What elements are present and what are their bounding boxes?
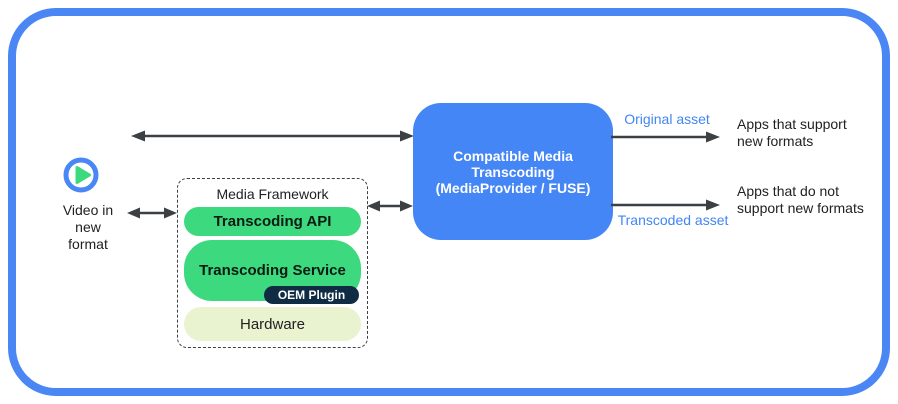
arrow-source-framework — [127, 207, 177, 219]
transcoding-api-layer: Transcoding API — [184, 207, 361, 236]
apps-support-new-formats-label: Apps that support new formats — [737, 116, 847, 149]
arrow-transcoded-asset — [611, 199, 720, 211]
arrow-source-transcoder — [131, 130, 414, 142]
media-framework-title: Media Framework — [216, 186, 329, 202]
arrow-original-asset — [611, 131, 720, 143]
play-icon — [63, 157, 99, 193]
media-framework-box: Media Framework Transcoding API Transcod… — [177, 178, 368, 348]
apps-not-support-new-formats-label: Apps that do not support new formats — [737, 183, 864, 216]
arrow-framework-transcoder — [367, 200, 413, 212]
compatible-media-transcoding-box: Compatible Media Transcoding (MediaProvi… — [413, 103, 613, 240]
hardware-layer: Hardware — [184, 307, 361, 341]
video-source-label: Video in new format — [62, 202, 114, 252]
diagram-border-frame — [8, 8, 890, 396]
transcoded-asset-label: Transcoded asset — [617, 212, 729, 228]
original-asset-label: Original asset — [624, 111, 710, 127]
oem-plugin-badge: OEM Plugin — [264, 286, 359, 304]
